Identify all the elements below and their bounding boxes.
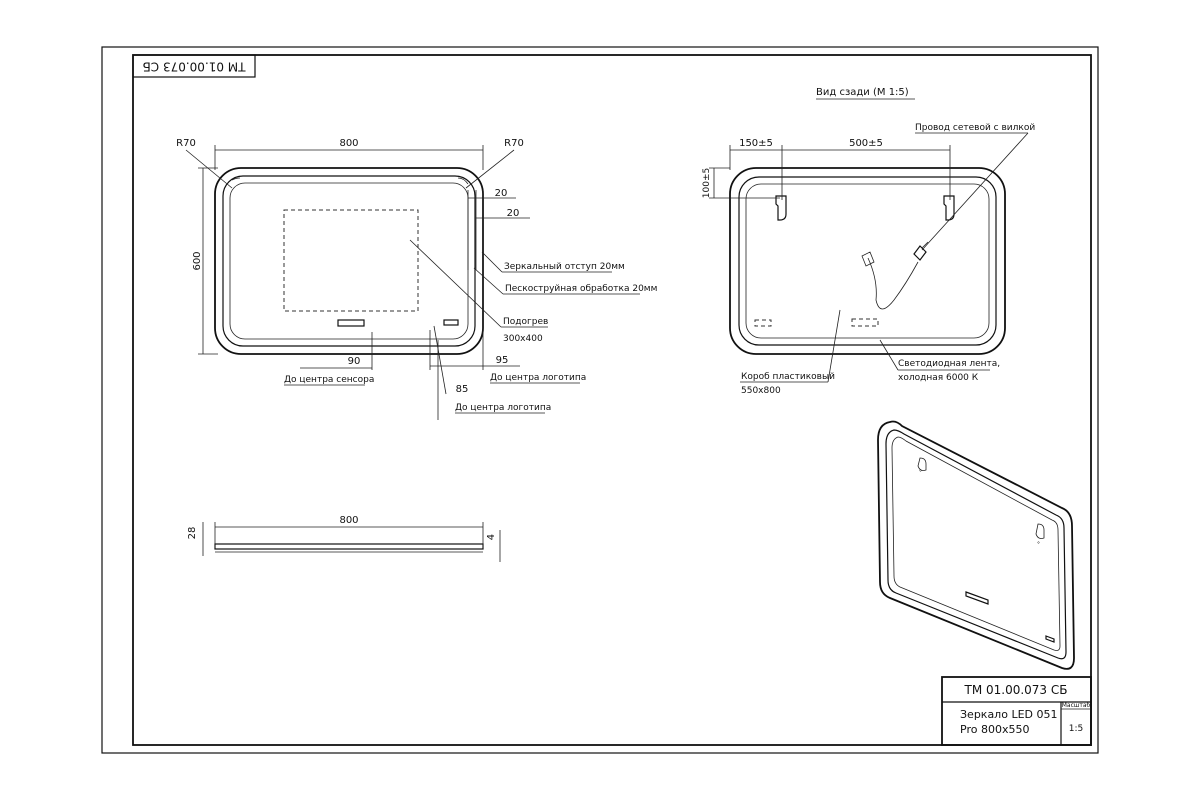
back-dim-vertical-value: 100±5: [702, 168, 712, 198]
logo-bottom-note: До центра логотипа: [455, 403, 551, 413]
width-value: 800: [339, 138, 358, 149]
side-glass-value: 4: [486, 534, 497, 540]
back-led-connector: [851, 318, 879, 327]
radius-left-label: R70: [176, 138, 196, 149]
plug: [913, 245, 927, 261]
back-dim-between-value: 500±5: [849, 138, 883, 149]
cable-entry: [861, 251, 875, 267]
outer-frame: [101, 46, 1099, 754]
top-stamp: ТМ 01.00.073 СБ: [132, 54, 256, 78]
title-block-frame: [941, 676, 1092, 746]
back-view-title: Вид сзади (М 1:5): [816, 87, 909, 98]
product-name-line2: Pro 800x550: [960, 723, 1029, 736]
heater-zone: [283, 209, 419, 312]
back-dim-left-value: 150±5: [739, 138, 773, 149]
hanger-right: [943, 195, 955, 221]
iso-brand-logo: [1045, 635, 1055, 643]
sandblast-leader: [473, 267, 504, 295]
iso-outer: [877, 420, 1075, 670]
back-view: Вид сзади (М 1:5) 150±5 500±5 100±5 Пров…: [702, 87, 1035, 396]
iso-left-sensor-mark: °: [919, 469, 922, 476]
logo-bottom-dim-value: 85: [456, 384, 469, 395]
edge-b-value: 20: [507, 208, 520, 219]
height-value: 600: [192, 251, 203, 270]
heater-label: Подогрев: [503, 317, 548, 327]
doc-code: ТМ 01.00.073 СБ: [964, 683, 1068, 697]
logo-right-note: До центра логотипа: [490, 373, 586, 383]
back-box-outline: [738, 176, 997, 346]
logo-bottom-leader: [433, 325, 447, 395]
sensor-dim-value: 90: [348, 356, 361, 367]
side-width-value: 800: [339, 515, 358, 526]
title-block: ТМ 01.00.073 СБ Зеркало LED 051 Pro 800x…: [941, 676, 1092, 746]
sandblast-note: Пескоструйная обработка 20мм: [505, 284, 657, 294]
front-view: 800 R70 R70 600 20 20 Зеркальный отступ …: [176, 138, 657, 420]
corner-arc-left: [231, 177, 241, 181]
front-sandblast-outline: [222, 175, 476, 347]
radius-right-label: R70: [504, 138, 524, 149]
iso-inner-2: [891, 436, 1061, 651]
iso-left-logo: [917, 457, 927, 471]
box-size: 550x800: [741, 386, 781, 396]
back-sensor-connector: [754, 319, 772, 327]
mirror-offset-leader: [481, 251, 503, 273]
iso-right-sensor-mark: °: [1037, 541, 1040, 548]
sensor-note: До центра сенсора: [284, 375, 374, 385]
led-note-line1: Светодиодная лента,: [898, 359, 1000, 369]
cable-note: Провод сетевой с вилкой: [915, 123, 1035, 133]
hanger-left: [775, 195, 787, 221]
box-leader: [827, 309, 841, 383]
inner-frame: [132, 54, 1092, 746]
radius-left-leader: [185, 149, 233, 189]
top-stamp-text: ТМ 01.00.073 СБ: [143, 60, 247, 74]
side-thickness-value: 28: [187, 527, 198, 540]
iso-sensor-logo: [965, 591, 989, 605]
scale-header: Масштаб: [1062, 702, 1091, 709]
iso-right-logo: [1035, 523, 1045, 539]
heater-leader: [409, 239, 502, 328]
corner-arc-right: [457, 177, 469, 185]
heater-size: 300x400: [503, 334, 543, 344]
plug-pin: [921, 241, 929, 249]
edge-a-value: 20: [495, 188, 508, 199]
brand-logo: [443, 319, 459, 326]
cable-leader: [921, 132, 1029, 251]
top-stamp-box: [132, 54, 256, 78]
iso-inner-1: [885, 429, 1067, 660]
back-inner-outline: [745, 183, 990, 339]
led-leader: [879, 339, 899, 371]
side-body: [214, 543, 484, 550]
power-cable: [867, 257, 919, 310]
mirror-offset-note: Зеркальный отступ 20мм: [504, 262, 625, 272]
led-note-line2: холодная 6000 К: [898, 373, 979, 383]
isometric-view: ° °: [877, 420, 1075, 670]
box-label: Короб пластиковый: [741, 372, 835, 382]
sensor-logo: [337, 319, 365, 327]
product-name-line1: Зеркало LED 051: [960, 708, 1058, 721]
side-view: 800 28 4: [187, 515, 501, 562]
scale-value: 1:5: [1069, 724, 1083, 734]
logo-right-dim-value: 95: [496, 355, 509, 366]
back-outline: [729, 167, 1006, 355]
radius-right-leader: [465, 149, 515, 189]
